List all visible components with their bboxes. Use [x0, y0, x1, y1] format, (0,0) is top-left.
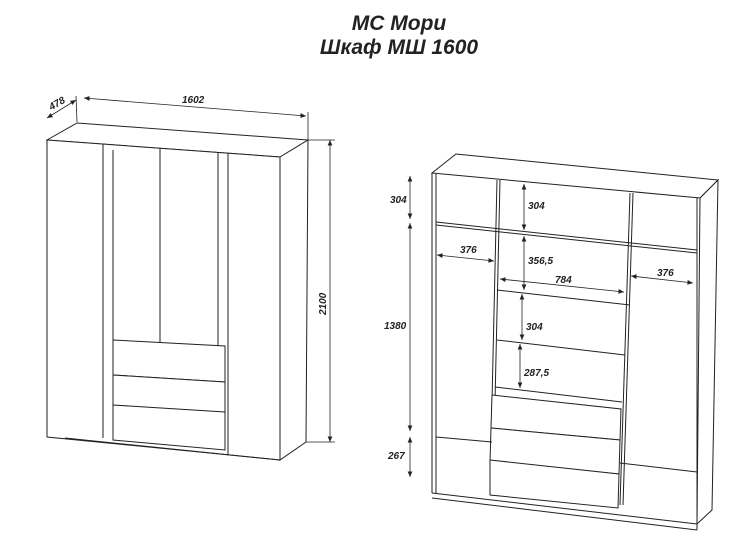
closed-side [279, 139, 309, 461]
shelf-2-label: 356,5 [528, 256, 553, 267]
middle-section-label: 1380 [384, 321, 407, 332]
title-line-2: Шкаф МШ 1600 [319, 36, 479, 59]
right-width-label: 376 [657, 268, 674, 279]
open-top [430, 153, 720, 199]
bottom-section-label: 267 [387, 451, 405, 462]
top-section-label: 304 [390, 195, 407, 206]
closed-wardrobe: 478 1602 2100 [45, 95, 335, 461]
open-drawer-3 [489, 459, 620, 509]
open-side [696, 178, 719, 526]
shelf-3-label: 304 [526, 322, 543, 333]
center-width-label: 784 [555, 275, 572, 286]
shelf-4-label: 287,5 [523, 368, 549, 379]
title-line-1: МС Мори [351, 12, 447, 35]
shelf-1-label: 304 [528, 201, 545, 212]
open-wardrobe: 304 1380 267 376 376 784 304 356,5 304 2… [384, 153, 720, 531]
closed-drawer-3 [112, 404, 226, 451]
width-label: 1602 [182, 95, 205, 106]
height-label: 2100 [318, 292, 329, 316]
depth-label: 478 [46, 95, 67, 114]
left-width-label: 376 [460, 245, 477, 256]
